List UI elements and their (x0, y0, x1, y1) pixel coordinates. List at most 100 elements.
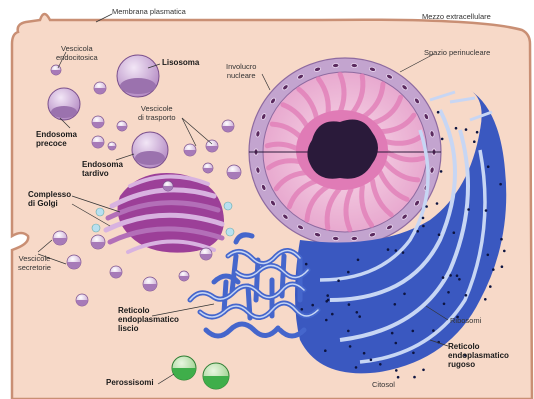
vesicle (117, 121, 127, 131)
vesicle (91, 235, 105, 249)
vesicle (92, 136, 104, 148)
ribosome (326, 294, 329, 297)
vesicle (51, 65, 61, 75)
ribosome (347, 271, 350, 274)
label-perossisomi: Perossisomi (106, 378, 154, 387)
ribosome (500, 238, 503, 241)
ribosome (441, 138, 444, 141)
vesicle (53, 231, 67, 245)
ribosome (453, 231, 456, 234)
label-reticolo-rugoso-l1: Reticolo (448, 342, 509, 351)
ribosome (413, 376, 416, 379)
vesicle (110, 266, 122, 278)
label-vescicole-trasporto-l2: di trasporto (138, 113, 176, 122)
nucleus (249, 58, 441, 246)
ribosome (437, 111, 440, 114)
vesicle (184, 144, 196, 156)
label-vescicole-trasporto-l1: Vescicole (138, 104, 176, 113)
ribosome (484, 298, 487, 301)
vesicle (163, 181, 173, 191)
ribosome (357, 259, 360, 262)
ribosome (347, 330, 350, 333)
ribosome (422, 217, 425, 220)
ribosome (395, 249, 398, 252)
vesicle (76, 294, 88, 306)
ribosome (487, 254, 490, 257)
ribosome (395, 369, 398, 372)
ribosome (395, 342, 398, 345)
ribosome (492, 268, 495, 271)
ribosome (358, 315, 361, 318)
label-membrana-plasmatica: Membrana plasmatica (112, 7, 186, 16)
ribosome (467, 208, 470, 211)
ribosome (449, 274, 452, 277)
ribosome (370, 359, 373, 362)
ribosome (503, 250, 506, 253)
ribosome (422, 225, 425, 228)
ribosome (465, 294, 468, 297)
ribosome (458, 278, 461, 281)
ribosome (337, 279, 340, 282)
label-lisosoma: Lisosoma (162, 58, 199, 67)
label-citosol: Citosol (372, 380, 395, 389)
ribosome (397, 376, 400, 379)
vesicle (222, 120, 234, 132)
ribosome (412, 352, 415, 355)
ribosome (442, 276, 445, 279)
ribosome (403, 293, 406, 296)
ribosome (447, 291, 450, 294)
label-vescicola-endocitosica-l2: endocitosica (56, 53, 98, 62)
late-endosome (132, 132, 168, 168)
vesicle (227, 165, 241, 179)
nuclear-pore (332, 236, 339, 241)
label-reticolo-liscio-l1: Reticolo (118, 306, 179, 315)
label-complesso-golgi-l1: Complesso (28, 190, 71, 199)
vesicle (200, 248, 212, 260)
label-complesso-golgi: Complesso di Golgi (28, 190, 71, 208)
nuclear-pore (351, 236, 358, 241)
ribosome (327, 299, 330, 302)
label-reticolo-liscio-l2: endoplasmatico (118, 315, 179, 324)
vesicle (179, 271, 189, 281)
ribosome (485, 209, 488, 212)
ribosome (487, 165, 490, 168)
ribosome (311, 304, 314, 307)
label-vescicola-endocitosica: Vescicola endocitosica (56, 44, 98, 62)
ribosome (432, 329, 435, 332)
ribosome (387, 248, 390, 251)
ribosome (443, 303, 446, 306)
ribosome (422, 369, 425, 372)
label-endosoma-precoce-l2: precoce (36, 139, 77, 148)
vesicle (143, 277, 157, 291)
ribosome (324, 349, 327, 352)
ribosome (412, 330, 415, 333)
ribosome (301, 308, 304, 311)
label-vescicola-endocitosica-l1: Vescicola (56, 44, 98, 53)
label-vescicole-secretorie-l2: secretorie (18, 263, 51, 272)
ribosome (425, 205, 428, 208)
label-ribosomi: Ribosomi (450, 316, 481, 325)
ribosome (438, 233, 441, 236)
label-vescicole-secretorie-l1: Vescicole (18, 254, 51, 263)
early-endosome (48, 88, 80, 120)
ribosome (465, 128, 468, 131)
lysosome (117, 55, 159, 97)
vesicle (206, 140, 218, 152)
ribosome (499, 183, 502, 186)
vesicle (92, 116, 104, 128)
label-reticolo-rugoso-l2: endoplasmatico (448, 351, 509, 360)
ribosome (501, 265, 504, 268)
ribosome (476, 131, 479, 134)
ribosome (473, 140, 476, 143)
nuclear-pore (351, 63, 358, 68)
nucleolus (307, 120, 378, 179)
vesicle (203, 163, 213, 173)
ribosome (349, 345, 352, 348)
ribosome (394, 303, 397, 306)
label-vescicole-trasporto: Vescicole di trasporto (138, 104, 176, 122)
label-mezzo-extracellulare: Mezzo extracellulare (422, 12, 491, 21)
vesicle (108, 142, 116, 150)
vesicle (67, 255, 81, 269)
ribosome (331, 313, 334, 316)
ribosome (440, 170, 443, 173)
